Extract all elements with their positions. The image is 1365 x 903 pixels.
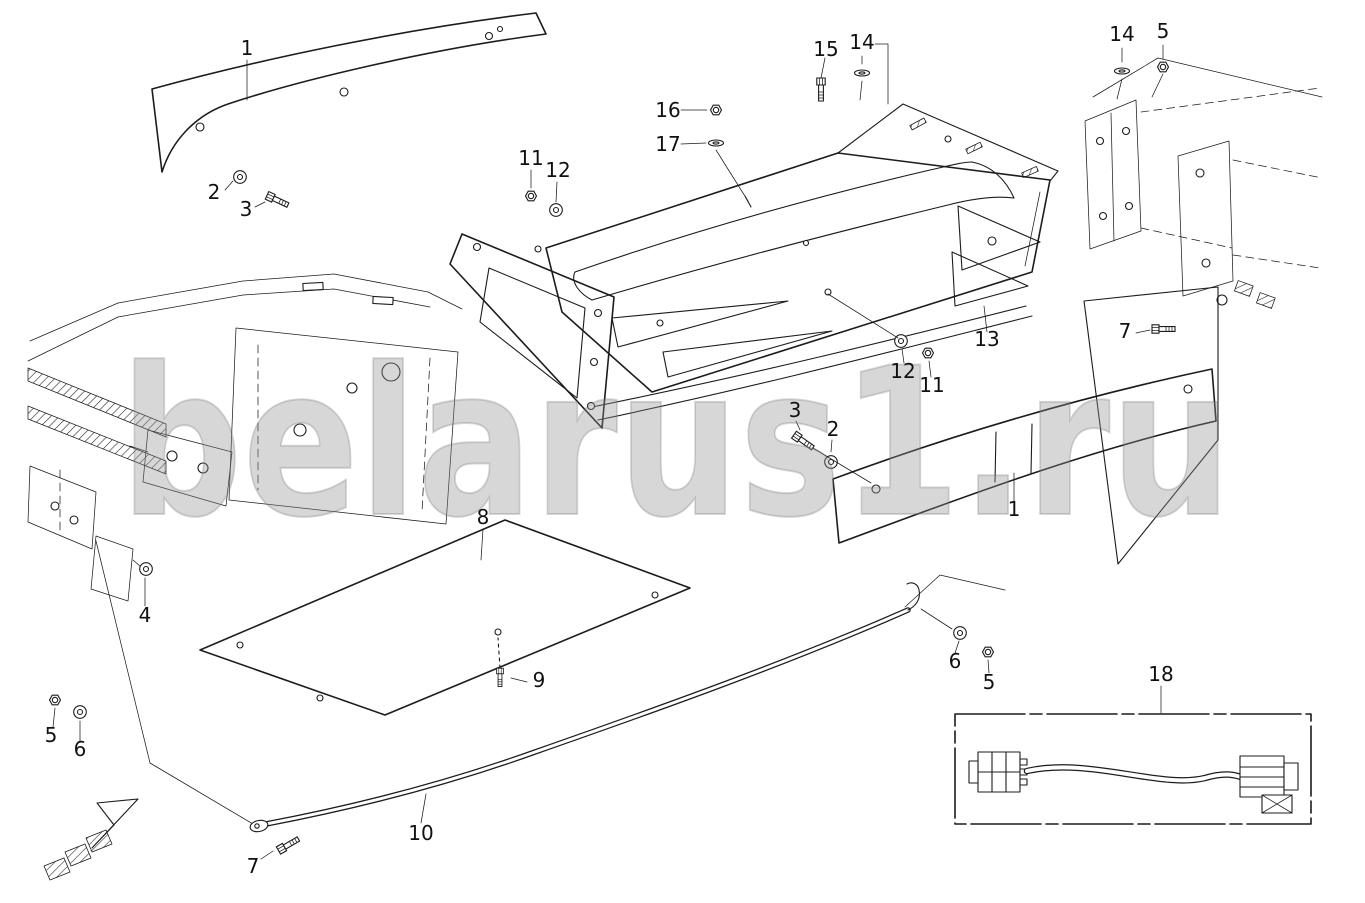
callout-3-mid: 3 bbox=[789, 398, 802, 422]
callout-8: 8 bbox=[477, 505, 490, 529]
bolt-15 bbox=[816, 77, 826, 102]
callout-1-strip-top: 1 bbox=[241, 36, 254, 60]
callout-14-right: 14 bbox=[1109, 22, 1134, 46]
callout-11-mid: 11 bbox=[919, 373, 944, 397]
callout-labels: 1 2 3 11 12 16 17 15 14 14 5 13 7 12 11 … bbox=[45, 19, 1174, 878]
callout-2-top: 2 bbox=[208, 180, 221, 204]
callout-5-right: 5 bbox=[1157, 19, 1170, 43]
callout-12-top: 12 bbox=[545, 158, 570, 182]
center-bracket bbox=[449, 103, 1059, 429]
bolt-7-rod bbox=[275, 834, 302, 855]
right-side-panel bbox=[904, 286, 1219, 608]
callout-7-right: 7 bbox=[1119, 319, 1132, 343]
harness-box-18 bbox=[954, 713, 1312, 825]
harness-right-connector bbox=[1239, 755, 1299, 814]
washer-6-left bbox=[73, 705, 87, 719]
nut-11-top bbox=[524, 190, 538, 202]
washer-6-rod bbox=[953, 626, 967, 640]
bolt-9 bbox=[496, 667, 504, 688]
callout-12-mid: 12 bbox=[890, 359, 915, 383]
callout-5-rod: 5 bbox=[983, 670, 996, 694]
washer-2-top bbox=[233, 170, 247, 184]
callout-17: 17 bbox=[655, 132, 680, 156]
nut-5-rod bbox=[981, 646, 995, 658]
shield-panel-8 bbox=[199, 519, 691, 716]
harness-left-connector bbox=[968, 751, 1028, 793]
watermark: belarus1.ru bbox=[120, 325, 1232, 563]
washer-12-top bbox=[549, 203, 563, 217]
nut-16 bbox=[709, 104, 723, 116]
callout-7-rod: 7 bbox=[247, 854, 260, 878]
callout-16: 16 bbox=[655, 98, 680, 122]
left-frame-structure bbox=[27, 273, 463, 828]
tie-rod-10 bbox=[249, 582, 920, 833]
nut-5-left bbox=[48, 694, 62, 706]
callout-2-mid: 2 bbox=[827, 417, 840, 441]
strip-right bbox=[832, 368, 1217, 544]
callout-9: 9 bbox=[533, 668, 546, 692]
right-frame-structure bbox=[1084, 57, 1323, 309]
callout-15: 15 bbox=[813, 37, 838, 61]
direction-arrow bbox=[43, 798, 139, 881]
strip-top-left bbox=[151, 12, 547, 173]
callout-6-rod: 6 bbox=[949, 649, 962, 673]
washer-17 bbox=[707, 139, 725, 147]
callout-18: 18 bbox=[1148, 662, 1173, 686]
nut-5-right bbox=[1156, 61, 1170, 73]
callout-10: 10 bbox=[408, 821, 433, 845]
leader-lines bbox=[52, 43, 1164, 860]
callout-13: 13 bbox=[974, 327, 999, 351]
callout-5-left: 5 bbox=[45, 723, 58, 747]
washer-14-right bbox=[1113, 67, 1131, 75]
callout-6-left: 6 bbox=[74, 737, 87, 761]
washer-14-center bbox=[853, 69, 871, 77]
callout-11-top: 11 bbox=[518, 146, 543, 170]
washer-4 bbox=[139, 562, 153, 576]
bolt-3-top bbox=[264, 190, 291, 210]
callout-4: 4 bbox=[139, 603, 152, 627]
callout-14-center: 14 bbox=[849, 30, 874, 54]
callout-3-top: 3 bbox=[240, 197, 253, 221]
callout-1-strip-right: 1 bbox=[1008, 497, 1021, 521]
